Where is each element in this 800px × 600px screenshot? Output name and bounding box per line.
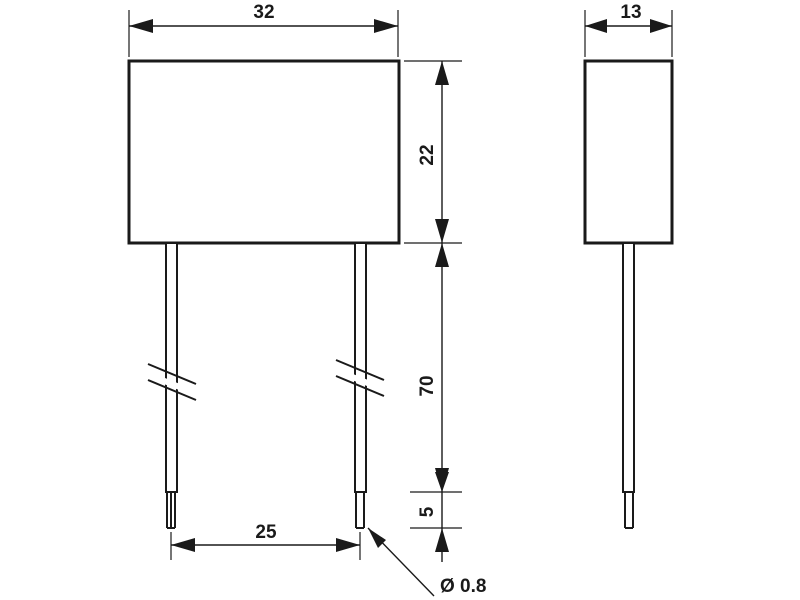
lead-break-mark-left — [147, 363, 197, 401]
dimension-label-body-width: 32 — [253, 2, 274, 23]
dimension-label-lead-length: 70 — [417, 375, 438, 396]
dimension-label-body-height: 22 — [417, 144, 438, 165]
dimension-lead-diameter: Ø 0.8 — [367, 527, 486, 597]
dimension-label-lead-diameter: Ø 0.8 — [440, 576, 486, 597]
front-view-body — [127, 59, 401, 245]
dimension-lead-length: 70 — [410, 243, 462, 493]
dimension-label-lead-spacing: 25 — [255, 522, 277, 543]
dimension-body-depth: 13 — [584, 2, 673, 57]
dimension-body-width: 32 — [128, 2, 399, 57]
lead-break-mark-right — [335, 359, 385, 397]
side-view-lead — [622, 242, 635, 529]
dimension-label-lead-end: 5 — [417, 506, 438, 517]
dimension-lead-end: 5 — [410, 472, 462, 562]
front-view-lead-left — [165, 242, 178, 529]
dimension-label-body-depth: 13 — [620, 2, 641, 23]
dimension-lead-spacing: 25 — [170, 522, 361, 560]
side-view-body — [583, 59, 674, 245]
dimension-body-height: 22 — [404, 60, 462, 244]
